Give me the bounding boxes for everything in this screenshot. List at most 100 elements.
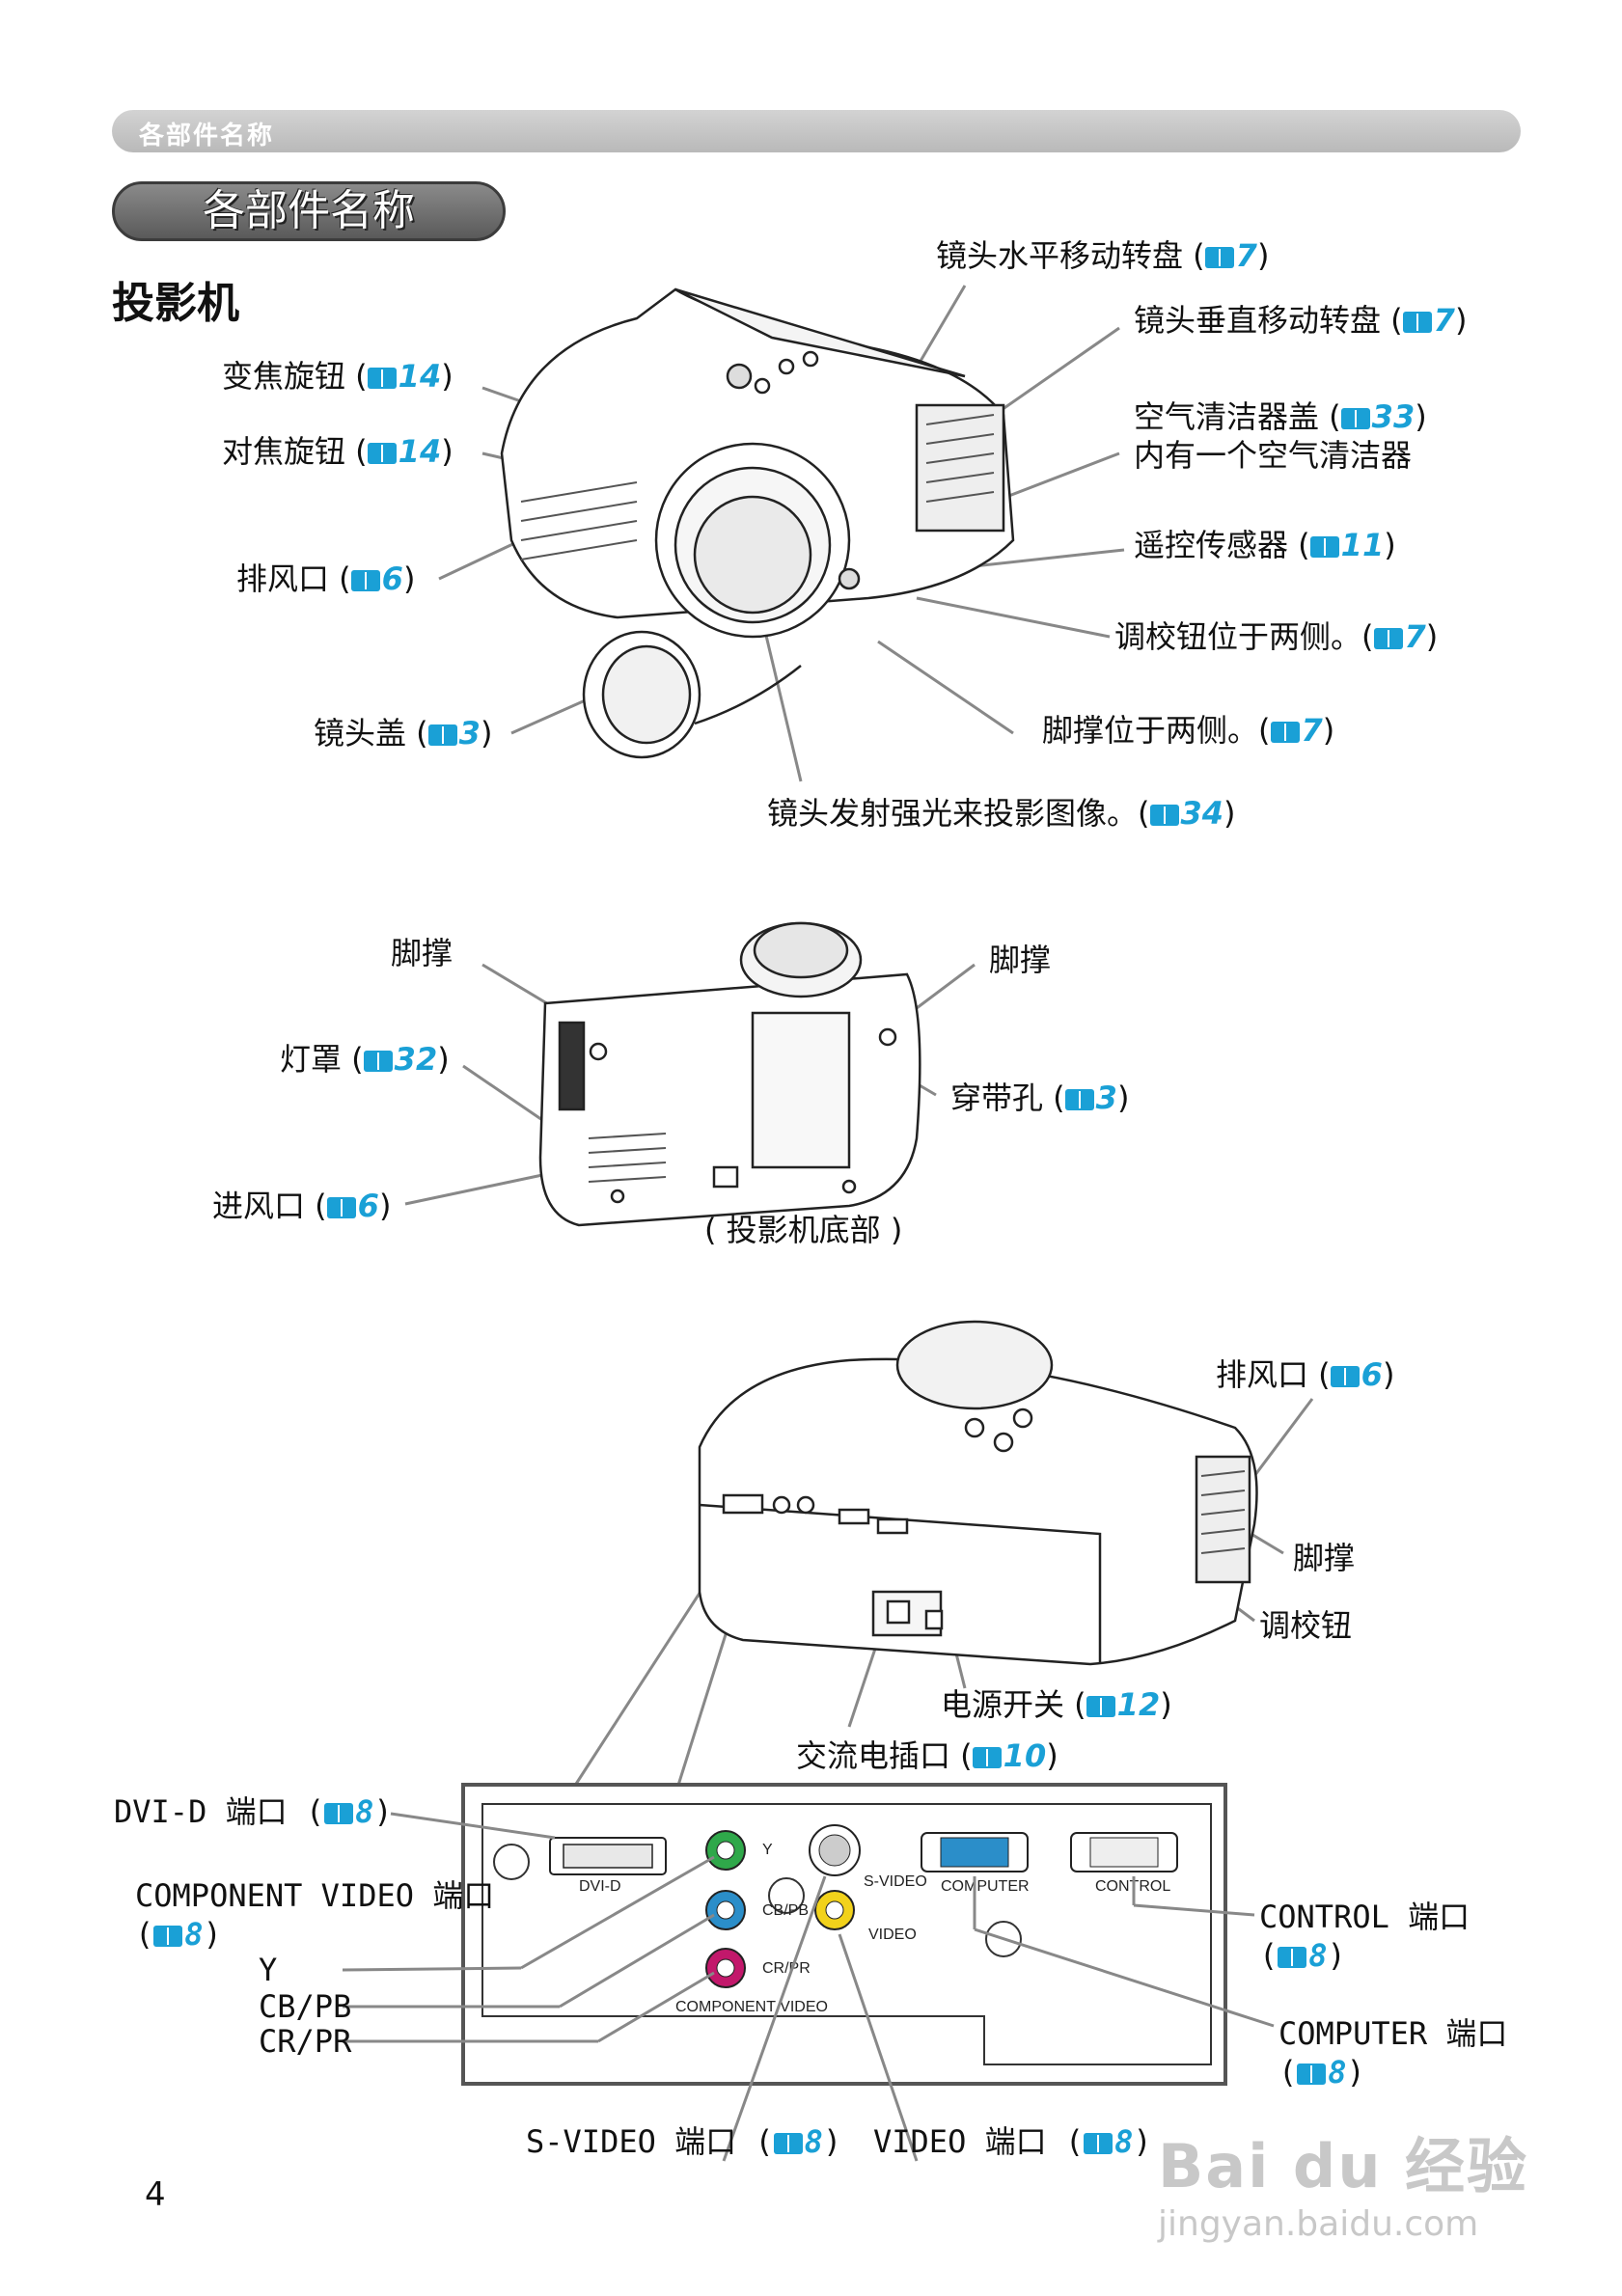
label-text-line2: ( <box>1278 2054 1298 2091</box>
page-ref[interactable]: 8 <box>804 2123 823 2160</box>
page-ref[interactable]: 6 <box>1361 1356 1383 1393</box>
label-text: 对焦旋钮 ( <box>222 433 368 470</box>
header-title: 各部件名称 <box>139 122 275 150</box>
watermark-logo: Bai du 经验 <box>1158 2131 1529 2201</box>
page-ref[interactable]: 6 <box>381 560 403 597</box>
ref-close: ) <box>402 560 416 597</box>
panel-video-label: VIDEO <box>868 1927 917 1943</box>
label-text: CONTROL 端口 <box>1259 1899 1471 1935</box>
section-title: 各部件名称 <box>203 186 415 235</box>
page-ref[interactable]: 7 <box>1433 302 1455 339</box>
label-text: 灯罩 ( <box>280 1041 364 1078</box>
page-ref[interactable]: 10 <box>1003 1737 1047 1774</box>
label-foot-left: 脚撑 <box>391 935 454 971</box>
page-ref[interactable]: 8 <box>1328 2054 1347 2091</box>
ref-close: ) <box>1160 1686 1172 1723</box>
book-icon <box>1064 1089 1094 1110</box>
label-text: COMPONENT VIDEO 端口 <box>135 1877 495 1914</box>
ref-close: ) <box>1346 2054 1365 2091</box>
label-text: 排风口 ( <box>236 560 351 597</box>
label-video-port: VIDEO 端口 (8) <box>873 2122 1152 2161</box>
section-pill <box>112 181 506 241</box>
ref-close: ) <box>480 715 493 752</box>
ref-close: ) <box>203 1916 222 1953</box>
panel-computer-label: COMPUTER <box>941 1878 1030 1895</box>
label-text: DVI-D 端口 ( <box>114 1793 325 1830</box>
label-text: S-VIDEO 端口 ( <box>526 2123 774 2160</box>
ref-close: ) <box>373 1793 393 1830</box>
projector-front-illustration <box>500 287 1015 759</box>
projector-bottom-illustration <box>538 921 921 1227</box>
label-exhaust-vent: 排风口 ( 6) <box>236 560 415 598</box>
label-control-port: CONTROL 端口 (8) <box>1259 1898 1470 1975</box>
panel-y-label: Y <box>762 1842 773 1858</box>
ref-close: ) <box>1415 398 1427 435</box>
projector-heading: 投影机 <box>112 279 239 328</box>
book-icon <box>1278 1947 1307 1968</box>
page-ref[interactable]: 11 <box>1340 527 1385 563</box>
label-text-line2: ( <box>135 1916 154 1953</box>
label-remote-sensor: 遥控传感器 (11) <box>1134 526 1396 564</box>
label-text: 空气清洁器盖 ( <box>1134 398 1341 435</box>
label-power-switch: 电源开关 (12) <box>941 1685 1172 1724</box>
book-icon <box>1330 1366 1360 1387</box>
label-text: 穿带孔 ( <box>950 1080 1065 1116</box>
page-ref[interactable]: 8 <box>184 1916 204 1953</box>
ref-close: ) <box>1327 1937 1346 1974</box>
panel-cr-label: CR/PR <box>762 1960 811 1977</box>
book-icon <box>1086 1696 1115 1717</box>
page-ref[interactable]: 8 <box>1308 1937 1328 1974</box>
label-rear-adjuster: 调校钮 <box>1259 1607 1353 1644</box>
label-dvi-port: DVI-D 端口 ( 8) <box>114 1792 393 1831</box>
page-ref[interactable]: 7 <box>1301 712 1323 749</box>
label-text: VIDEO 端口 ( <box>873 2123 1085 2160</box>
ref-close: ) <box>1322 712 1335 749</box>
label-rear-foot: 脚撑 <box>1293 1540 1356 1576</box>
panel-dvi-label: DVI-D <box>579 1878 621 1895</box>
label-elevator-feet: 脚撑位于两侧。( 7) <box>1042 711 1334 750</box>
ref-close: ) <box>1454 302 1468 339</box>
page-ref[interactable]: 7 <box>1404 618 1426 655</box>
page-ref[interactable]: 6 <box>357 1188 379 1224</box>
label-computer-port: COMPUTER 端口 (8) <box>1278 2014 1507 2091</box>
book-icon <box>367 368 397 389</box>
page-ref[interactable]: 32 <box>394 1041 438 1078</box>
page-ref[interactable]: 7 <box>1235 237 1257 274</box>
label-text: 变焦旋钮 ( <box>222 358 368 395</box>
book-icon <box>153 1926 183 1947</box>
page-ref[interactable]: 8 <box>1114 2123 1134 2160</box>
page-ref[interactable]: 8 <box>355 1793 374 1830</box>
label-text: 镜头水平移动转盘 ( <box>936 237 1205 274</box>
label-strap-hole: 穿带孔 (3) <box>950 1079 1129 1117</box>
label-intake-vent: 进风口 (6) <box>212 1187 391 1225</box>
label-text: 遥控传感器 ( <box>1134 527 1310 563</box>
page-ref[interactable]: 33 <box>1371 398 1416 435</box>
label-text: 脚撑位于两侧。( <box>1042 712 1271 749</box>
label-zoom-ring: 变焦旋钮 ( 14) <box>222 357 454 396</box>
label-text: COMPUTER 端口 <box>1278 2015 1508 2052</box>
label-text: 镜头盖 ( <box>314 715 428 752</box>
label-text: 排风口 ( <box>1216 1356 1331 1393</box>
page-ref[interactable]: 14 <box>398 358 442 395</box>
page-ref[interactable]: 12 <box>1116 1686 1161 1723</box>
panel-cb-label: CB/PB <box>762 1902 809 1919</box>
book-icon <box>1204 247 1234 268</box>
label-text: 进风口 ( <box>212 1188 327 1224</box>
label-lamp-cover: 灯罩 (32) <box>280 1040 450 1079</box>
label-ac-inlet: 交流电插口 (10) <box>796 1736 1058 1775</box>
page-number: 4 <box>145 2175 166 2214</box>
panel-svideo-label: S-VIDEO <box>864 1873 927 1890</box>
projector-rear-illustration <box>698 1320 1258 1666</box>
book-icon <box>1297 2064 1327 2085</box>
label-text: 交流电插口 ( <box>796 1737 973 1774</box>
page-ref[interactable]: 14 <box>398 433 442 470</box>
book-icon <box>350 570 380 591</box>
page-ref[interactable]: 3 <box>458 715 481 752</box>
page-ref[interactable]: 3 <box>1095 1080 1117 1116</box>
ref-close: ) <box>1425 618 1439 655</box>
page-ref[interactable]: 34 <box>1180 795 1224 832</box>
ref-close: ) <box>441 358 454 395</box>
book-icon <box>1309 536 1339 558</box>
book-icon <box>1402 312 1432 333</box>
